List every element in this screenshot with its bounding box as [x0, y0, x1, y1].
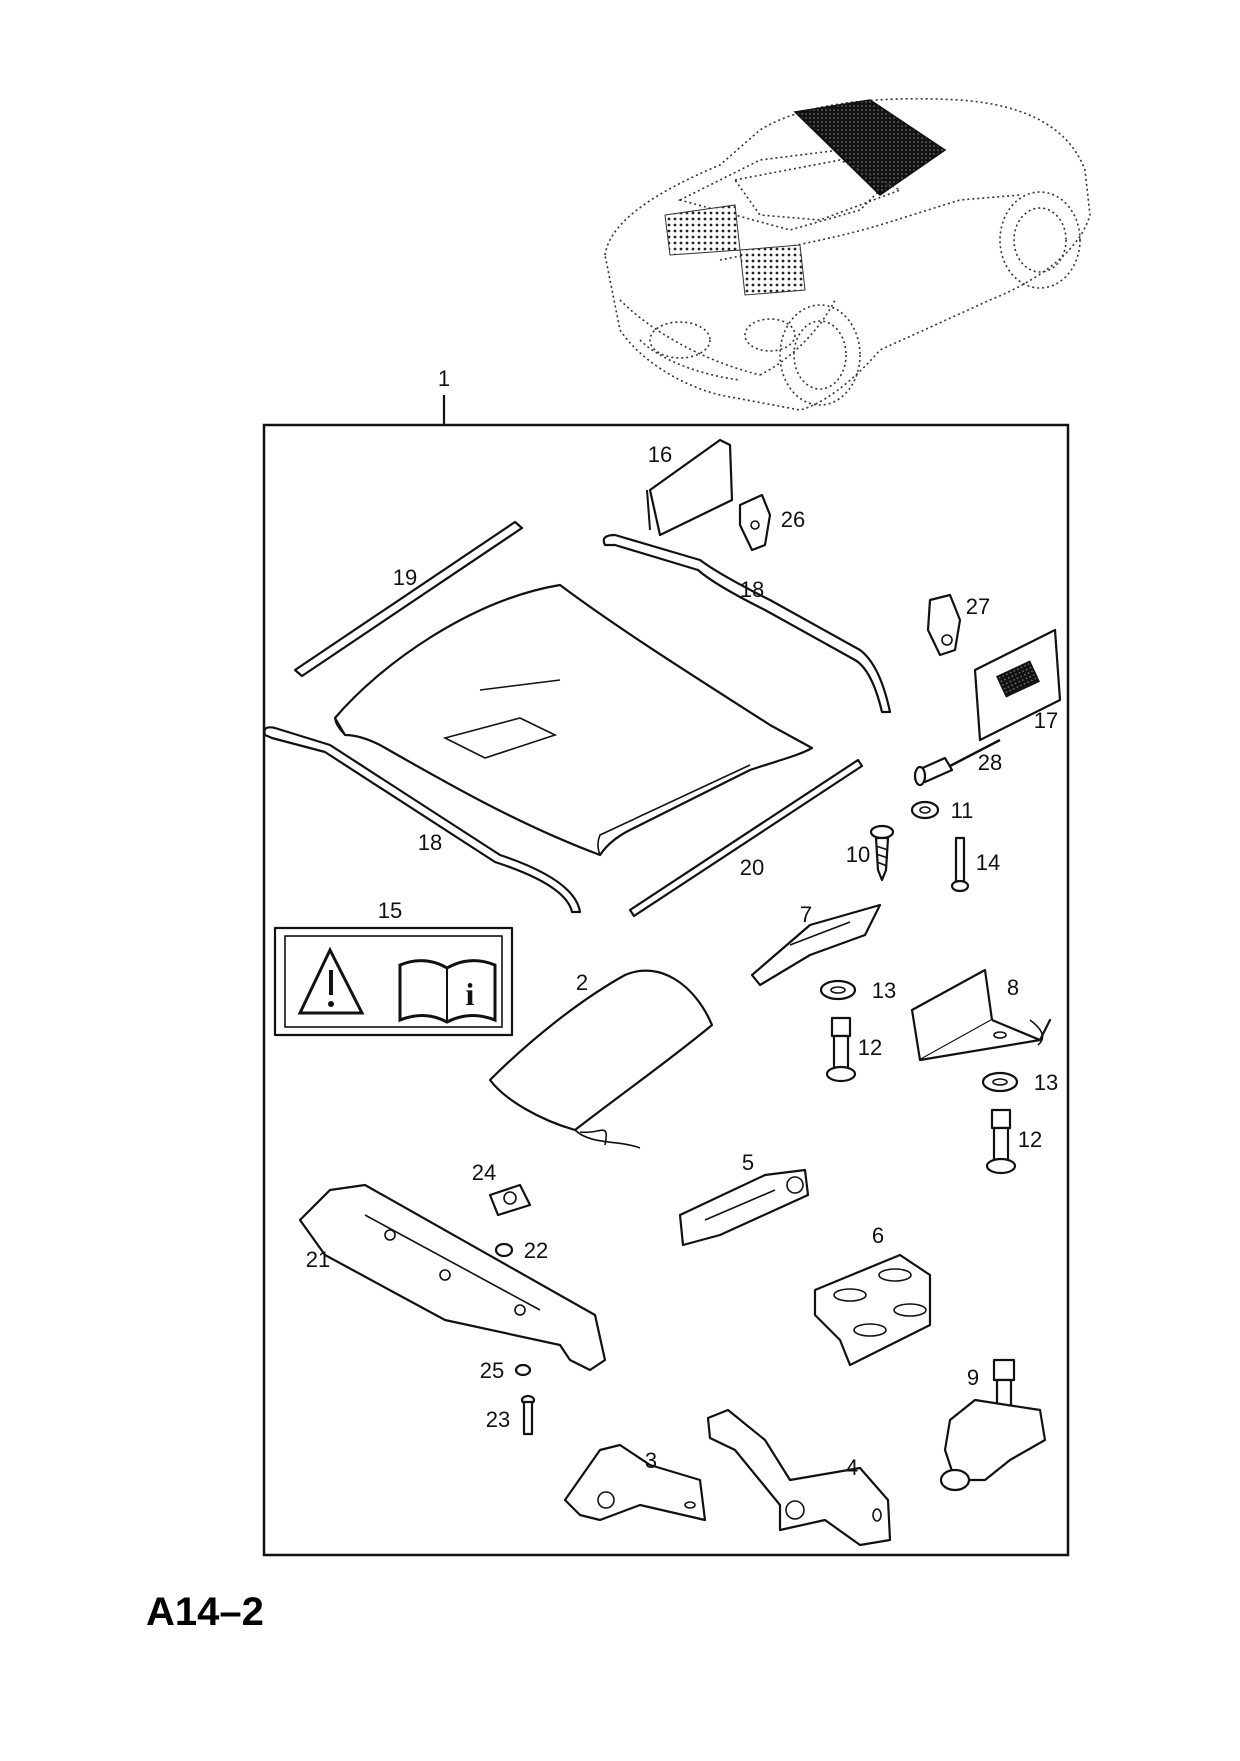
part-27-latch — [926, 593, 962, 657]
callout-13-b: 13 — [1034, 1070, 1058, 1095]
part-24-nut-plate — [488, 1183, 532, 1217]
callout-6: 6 — [872, 1223, 884, 1248]
part-9-hinge — [939, 1358, 1047, 1492]
callout-10: 10 — [846, 842, 870, 867]
callout-5: 5 — [742, 1150, 754, 1175]
part-11-washer — [910, 800, 940, 820]
part-13-washer-b — [981, 1071, 1019, 1093]
part-14-pin — [950, 836, 970, 893]
part-10-screw — [869, 824, 895, 882]
svg-text:i: i — [466, 976, 475, 1012]
part-23-bolt — [520, 1394, 536, 1436]
part-hardtop-roof — [333, 583, 814, 857]
callout-28: 28 — [978, 750, 1002, 775]
callout-17: 17 — [1034, 708, 1058, 733]
assembly-frame — [262, 423, 1070, 1557]
callout-24: 24 — [472, 1160, 496, 1185]
callout-25: 25 — [480, 1358, 504, 1383]
callout-15: 15 — [378, 898, 402, 923]
part-28-rivet — [913, 738, 1001, 787]
callout-11: 11 — [951, 798, 974, 823]
part-20-strip — [628, 758, 864, 918]
callout-8: 8 — [1007, 975, 1019, 1000]
callout-1: 1 — [438, 366, 450, 391]
callout-4: 4 — [846, 1455, 858, 1480]
callout-12-a: 12 — [858, 1035, 882, 1060]
callout-27: 27 — [966, 594, 990, 619]
part-18-seal-upper — [602, 533, 892, 714]
part-2-cover-bag — [488, 969, 714, 1149]
part-25-washer — [514, 1363, 532, 1377]
callout-3: 3 — [645, 1448, 657, 1473]
callout-18-upper: 18 — [740, 577, 764, 602]
part-5-bracket — [678, 1168, 810, 1247]
callout-26: 26 — [781, 507, 805, 532]
part-7-bracket — [750, 903, 882, 987]
callout-19: 19 — [393, 565, 417, 590]
callout-18-lower: 18 — [418, 830, 442, 855]
part-12-bolt-a — [825, 1016, 857, 1083]
callout-23: 23 — [486, 1407, 510, 1432]
callout-7: 7 — [800, 902, 812, 927]
callout-20: 20 — [740, 855, 764, 880]
part-26-latch — [738, 493, 772, 552]
callout-13-a: 13 — [872, 978, 896, 1003]
part-19-strip — [293, 520, 524, 678]
part-12-bolt-b — [985, 1108, 1017, 1175]
part-6-bracket — [813, 1253, 932, 1367]
part-8-bracket — [910, 968, 1052, 1062]
manual-book-icon: i — [398, 959, 497, 1024]
callout-12-b: 12 — [1018, 1127, 1042, 1152]
callout-16: 16 — [648, 442, 672, 467]
part-18-seal-lower — [263, 726, 582, 914]
callout-22: 22 — [524, 1238, 548, 1263]
callout-14: 14 — [976, 850, 1000, 875]
part-22-nut — [494, 1242, 514, 1258]
callout-9: 9 — [967, 1365, 979, 1390]
page-reference: A14–2 — [146, 1590, 264, 1634]
part-4-bracket — [706, 1408, 892, 1547]
callout-21: 21 — [306, 1247, 330, 1272]
part-3-bracket — [563, 1443, 707, 1522]
part-17-bracket — [973, 628, 1062, 742]
part-16-panel — [646, 438, 734, 537]
callout-2: 2 — [576, 970, 588, 995]
vehicle-illustration — [604, 98, 1091, 411]
part-15-warning-label: i — [273, 926, 514, 1037]
part-13-washer-a — [819, 979, 857, 1001]
part-21-console — [298, 1183, 607, 1372]
